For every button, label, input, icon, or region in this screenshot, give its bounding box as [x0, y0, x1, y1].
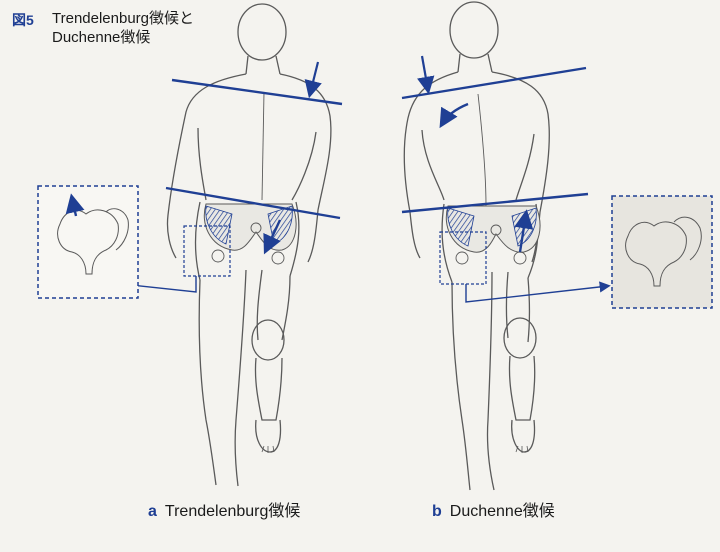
pelvis-line-b	[401, 192, 589, 214]
caption-b-text: Duchenne徴候	[449, 503, 555, 520]
connector-arrow-b	[465, 281, 611, 303]
caption-a: a Trendelenburg徴候	[148, 497, 300, 521]
body-outline-a	[166, 3, 332, 487]
shoulder-line-a	[171, 78, 343, 106]
caption-a-text: Trendelenburg徴候	[164, 503, 301, 520]
caption-b-letter: b	[432, 503, 442, 520]
body-outline-b	[403, 1, 550, 491]
pelvis-drop-arrow-a	[263, 219, 282, 255]
hip-inset-a	[37, 185, 139, 299]
pelvis-a	[203, 203, 297, 265]
figure-a-trendelenburg	[37, 3, 343, 487]
trunk-lean-arrow-b	[439, 102, 469, 129]
caption-a-letter: a	[148, 503, 157, 520]
figure-title: Trendelenburg徴候と Duchenne徴候	[52, 10, 195, 46]
figure-b-duchenne	[401, 1, 713, 491]
pelvis-rise-arrow-b	[514, 209, 534, 253]
shoulder-drop-arrow-a	[304, 61, 322, 99]
connector-arrow-a	[119, 276, 197, 293]
pelvis-line-a	[165, 186, 341, 220]
hip-inset-b	[611, 195, 713, 309]
figure-number: 図5	[12, 12, 34, 28]
caption-b: b Duchenne徴候	[432, 497, 555, 521]
hip-focus-box-a	[183, 225, 231, 277]
shoulder-drop-arrow-b	[417, 55, 435, 95]
hip-focus-box-b	[439, 231, 487, 285]
